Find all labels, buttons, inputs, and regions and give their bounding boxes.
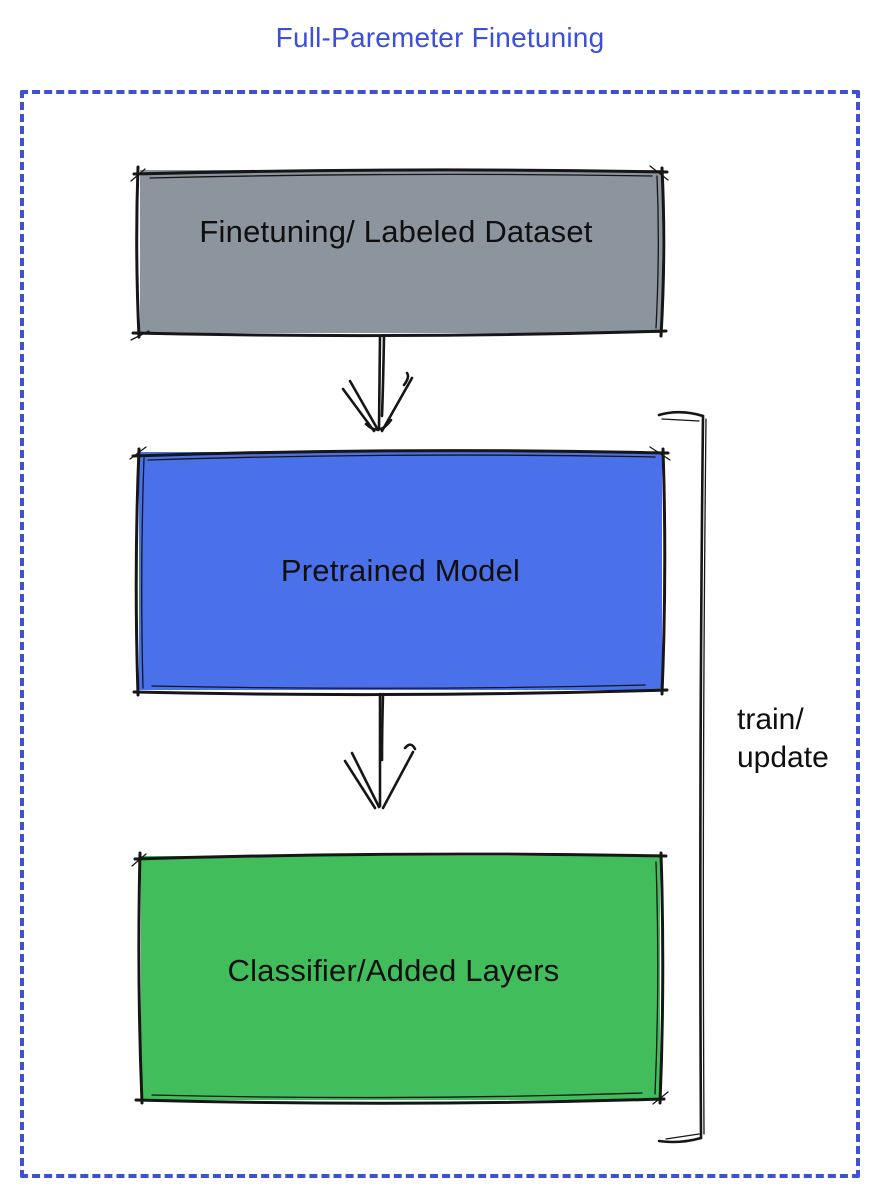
diagram-title: Full-Paremeter Finetuning xyxy=(275,22,605,53)
finetuning-dataset-box xyxy=(140,170,662,333)
pretrained-model-box xyxy=(139,452,662,690)
sketch-borders xyxy=(129,165,671,1105)
dotted-frame xyxy=(20,90,860,1178)
arrow-down-1 xyxy=(341,334,414,433)
finetuning-dataset-label: Finetuning/ Labeled Dataset xyxy=(199,214,593,249)
train-update-bracket xyxy=(657,410,707,1144)
arrow-down-2 xyxy=(343,692,417,810)
pretrained-model-label: Pretrained Model xyxy=(280,553,521,588)
train-update-label-line1: train/ xyxy=(737,703,804,736)
classifier-added-layers-box xyxy=(141,856,660,1100)
classifier-added-layers-label: Classifier/Added Layers xyxy=(227,953,560,988)
train-update-label-line2: update xyxy=(737,741,829,774)
train-update-label: train/ update xyxy=(737,701,829,777)
